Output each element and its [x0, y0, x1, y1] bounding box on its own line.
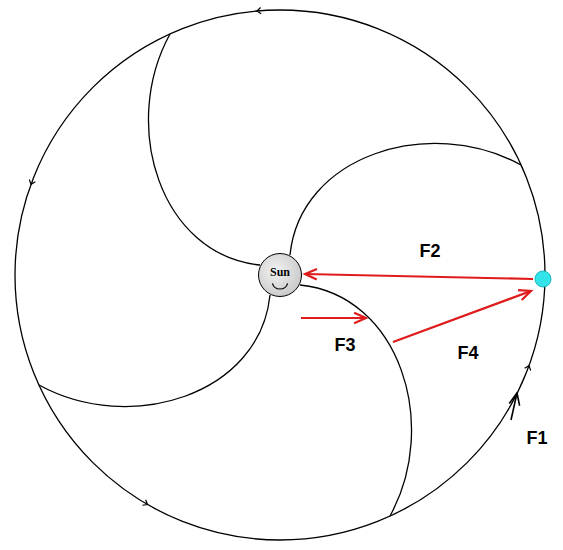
force-arrow-head — [509, 393, 519, 406]
force-label: F4 — [457, 344, 478, 362]
direction-tick — [142, 500, 147, 506]
spiral-field-line — [290, 143, 521, 255]
sun-circle: Sun — [258, 253, 302, 297]
force-arrow — [393, 291, 531, 342]
force-arrow — [301, 317, 366, 319]
direction-tick — [257, 7, 261, 13]
outer-boundary — [15, 10, 545, 540]
planet-dot — [535, 271, 551, 287]
direction-tick — [29, 180, 35, 185]
force-label: F2 — [419, 242, 440, 260]
force-label: F3 — [334, 336, 355, 354]
spiral-field-line — [148, 34, 260, 265]
force-arrow-head — [518, 290, 531, 300]
force-label: F1 — [526, 429, 547, 447]
force-arrow — [305, 274, 533, 279]
node-label: Sun — [270, 266, 290, 278]
spiral-field-line — [39, 295, 270, 407]
spiral-field-line — [300, 285, 412, 516]
force-arrow-head — [354, 313, 366, 324]
force-arrow-head — [305, 269, 317, 280]
direction-tick — [525, 366, 531, 371]
